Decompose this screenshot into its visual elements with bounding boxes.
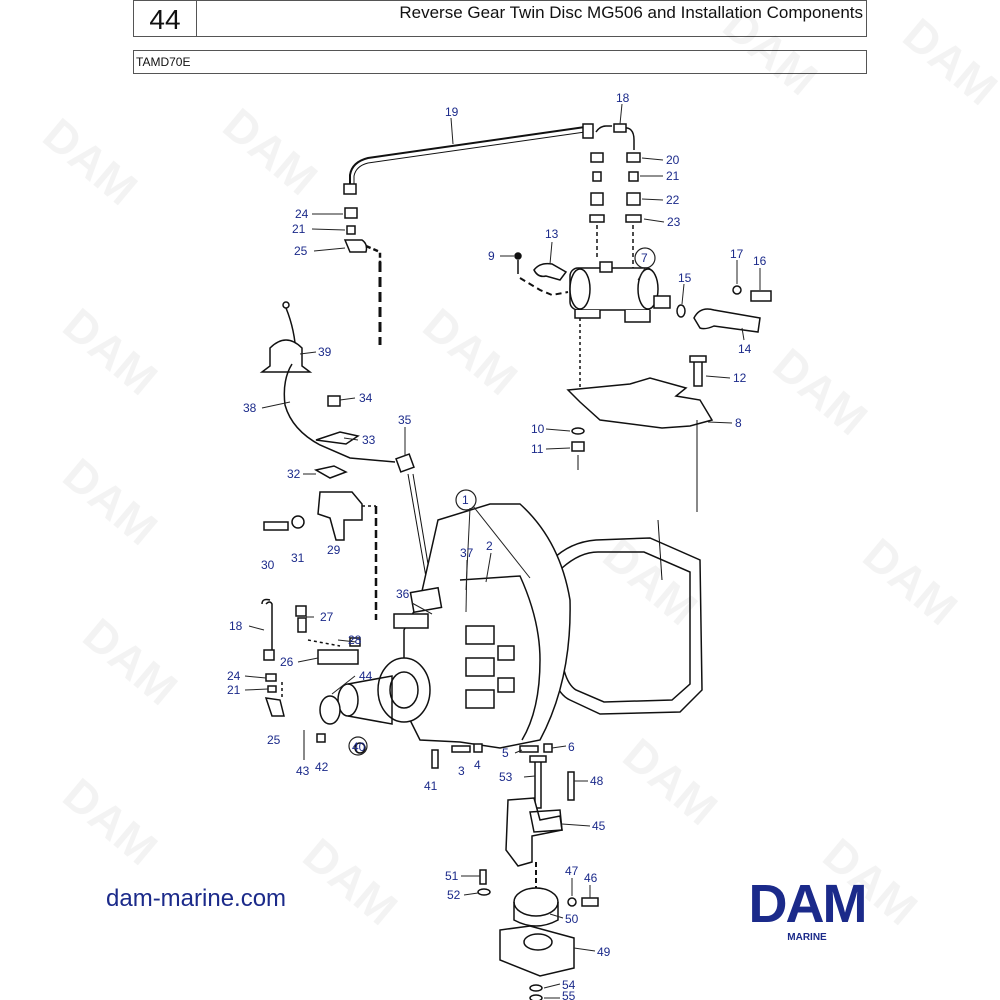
watermark: DAM	[414, 298, 528, 405]
header-bar: 44 Reverse Gear Twin Disc MG506 and Inst…	[133, 0, 867, 37]
callout-18: 18	[616, 91, 630, 105]
callout-21: 21	[292, 222, 306, 236]
callout-36: 36	[396, 587, 410, 601]
callout-40: 40	[352, 740, 366, 754]
control-cable	[259, 301, 435, 620]
callout-20: 20	[666, 153, 680, 167]
callout-17: 17	[730, 247, 744, 261]
callout-49: 49	[597, 945, 611, 959]
watermark-layer: DAM DAM DAM DAM DAM DAM DAM DAM DAM DAM …	[34, 0, 1000, 935]
watermark: DAM	[614, 728, 728, 835]
reverse-gear-housing	[319, 503, 703, 749]
watermark: DAM	[34, 108, 148, 215]
callout-44: 44	[359, 669, 373, 683]
callout-5: 5	[502, 746, 509, 760]
dam-marine-logo: DAM MARINE	[749, 878, 868, 943]
oil-cooler	[514, 252, 772, 333]
callout-52: 52	[447, 888, 461, 902]
model-bar: TAMD70E	[133, 50, 867, 74]
callout-55: 55	[562, 989, 576, 1000]
engine-mount-assembly	[477, 755, 599, 1000]
watermark: DAM	[214, 98, 328, 205]
callout-25: 25	[294, 244, 308, 258]
callout-8: 8	[735, 416, 742, 430]
callout-35: 35	[398, 413, 412, 427]
callout-14: 14	[738, 342, 752, 356]
callout-43: 43	[296, 764, 310, 778]
watermark: DAM	[714, 0, 828, 105]
callout-29: 29	[327, 543, 341, 557]
callout-37: 37	[460, 546, 474, 560]
callout-50: 50	[565, 912, 579, 926]
watermark: DAM	[764, 338, 878, 445]
page-title: Reverse Gear Twin Disc MG506 and Install…	[399, 3, 863, 22]
callout-1: 1	[462, 493, 469, 507]
callout-53: 53	[499, 770, 513, 784]
page-number: 44	[134, 1, 197, 36]
watermark: DAM	[54, 768, 168, 875]
callout-47: 47	[565, 864, 579, 878]
callout-38: 38	[243, 401, 257, 415]
oil-pipe-assembly	[343, 123, 642, 345]
callout-51: 51	[445, 869, 459, 883]
callout-28: 28	[348, 633, 362, 647]
callout-4: 4	[474, 758, 481, 772]
watermark: DAM	[854, 528, 968, 635]
callout-48: 48	[590, 774, 604, 788]
callout-54: 54	[562, 978, 576, 992]
watermark: DAM	[894, 8, 1000, 115]
callout-2: 2	[486, 539, 493, 553]
callout-33: 33	[362, 433, 376, 447]
callout-labels: 19 18 20 21 22 23 24 21 25 9 13 7 17 16 …	[227, 91, 767, 1000]
callout-27: 27	[320, 610, 334, 624]
callout-46: 46	[584, 871, 598, 885]
callout-3: 3	[458, 764, 465, 778]
callout-42: 42	[315, 760, 329, 774]
callout-12: 12	[733, 371, 747, 385]
callout-circles	[348, 247, 656, 756]
callout-10: 10	[531, 422, 545, 436]
watermark: DAM	[54, 448, 168, 555]
callout-23: 23	[667, 215, 681, 229]
callout-26: 26	[280, 655, 294, 669]
callout-22: 22	[666, 193, 680, 207]
website-link[interactable]: dam-marine.com	[106, 885, 287, 912]
callout-30: 30	[261, 558, 275, 572]
callout-6: 6	[568, 740, 575, 754]
logo-subtitle: MARINE	[787, 932, 827, 943]
watermark: DAM	[294, 828, 408, 935]
callout-34: 34	[359, 391, 373, 405]
logo-text: DAM	[749, 878, 866, 934]
callout-21: 21	[666, 169, 680, 183]
sensor-assembly	[261, 598, 366, 760]
callout-45: 45	[592, 819, 606, 833]
callout-16: 16	[753, 254, 767, 268]
cooler-bracket	[566, 318, 714, 512]
mounting-bolts	[431, 743, 553, 769]
callout-19: 19	[445, 105, 459, 119]
leader-lines	[244, 103, 761, 999]
callout-15: 15	[678, 271, 692, 285]
callout-39: 39	[318, 345, 332, 359]
callout-7: 7	[641, 251, 648, 265]
callout-24: 24	[295, 207, 309, 221]
callout-31: 31	[291, 551, 305, 565]
callout-41: 41	[424, 779, 438, 793]
callout-13: 13	[545, 227, 559, 241]
engine-model: TAMD70E	[136, 55, 191, 69]
watermark: DAM	[74, 608, 188, 715]
watermark: DAM	[54, 298, 168, 405]
callout-25: 25	[267, 733, 281, 747]
callout-24: 24	[227, 669, 241, 683]
callout-18: 18	[229, 619, 243, 633]
callout-21: 21	[227, 683, 241, 697]
callout-9: 9	[488, 249, 495, 263]
callout-32: 32	[287, 467, 301, 481]
callout-11: 11	[531, 442, 544, 456]
